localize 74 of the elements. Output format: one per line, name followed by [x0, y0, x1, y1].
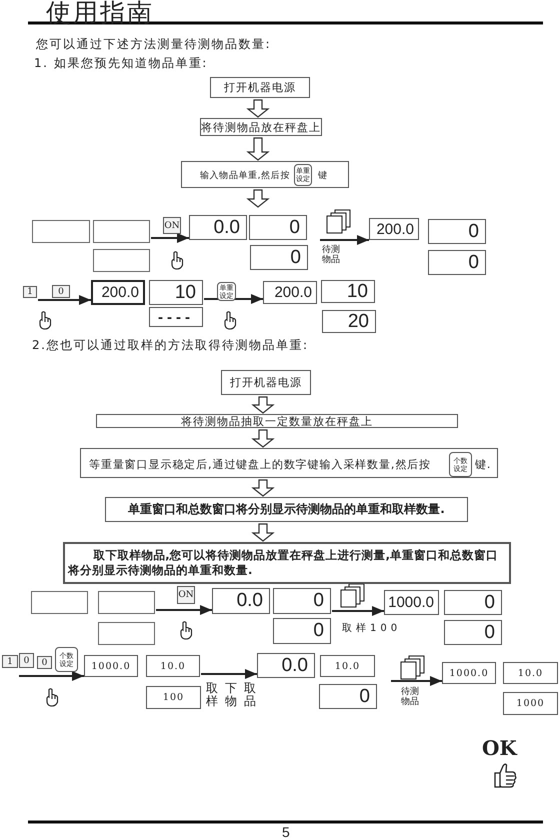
arrow — [156, 605, 212, 615]
process-box — [181, 161, 349, 188]
display-window: 0.0 — [257, 653, 315, 678]
display-window — [93, 249, 150, 272]
display-window — [93, 220, 150, 243]
display-window: 10 — [321, 280, 375, 303]
display-window: ---- — [149, 307, 203, 327]
arrow — [151, 233, 189, 243]
display-window: 0 — [444, 620, 502, 645]
display-window: 10 — [149, 280, 203, 305]
display-window: 20 — [322, 310, 376, 333]
display-window: 10.0 — [503, 662, 558, 684]
page-title: 使用指南 — [46, 0, 154, 29]
process-box: 取下取样物品,您可以将待测物品放置在秤盘上进行测量,单重窗口和总数窗口将分别显示待测物品的单重和数量. — [63, 542, 511, 584]
display-window: 100 — [146, 686, 201, 709]
step-heading: 2.您也可以通过取样的方法取得待测物品单重: — [32, 337, 308, 354]
hollow-arrow — [251, 523, 275, 542]
display-window: 0.0 — [212, 588, 270, 614]
display-window: 10.0 — [146, 655, 200, 677]
hollow-arrow — [251, 479, 275, 497]
display-window: 1000.0 — [442, 662, 496, 684]
display-window: 10.0 — [320, 655, 375, 677]
process-box: 打开机器电源 — [221, 370, 311, 395]
arrow — [19, 671, 84, 681]
hollow-arrow — [251, 429, 275, 448]
key-button: ON — [177, 586, 195, 604]
process-box — [80, 448, 498, 478]
display-window: 0.0 — [189, 215, 247, 240]
display-window: 0 — [249, 215, 307, 240]
process-box: 将待测物品放在秤盘上 — [200, 118, 322, 136]
arrow — [204, 294, 263, 304]
step-heading: 1. 如果您预先知道物品单重: — [34, 55, 208, 72]
hollow-arrow — [251, 396, 275, 414]
key-button: 0 — [19, 653, 34, 668]
key-button: 0 — [37, 656, 52, 669]
display-window: 0 — [273, 618, 331, 644]
display-window: 200.0 — [369, 218, 419, 240]
arrow — [320, 235, 369, 245]
key-button: 0 — [52, 285, 70, 298]
display-window: 200.0 — [263, 281, 317, 304]
display-window — [98, 622, 155, 645]
display-window: 0 — [319, 684, 377, 709]
instruction-text: 等重量窗口显示稳定后,通过键盘上的数字键输入采样数量,然后按 — [89, 456, 431, 472]
arrow — [332, 606, 384, 616]
display-window: 0 — [273, 588, 331, 614]
display-window: 1000.0 — [84, 655, 138, 677]
instruction-text: 键. — [475, 456, 492, 472]
display-window — [31, 591, 88, 614]
hollow-arrow — [246, 99, 270, 118]
key-button: 1 — [2, 655, 18, 668]
display-window: 200.0 — [91, 280, 145, 305]
ok-text: OK — [482, 736, 517, 760]
arrow — [38, 295, 91, 305]
key-button: 1 — [23, 286, 37, 298]
instruction-text: 键 — [318, 170, 328, 183]
display-window: 0 — [444, 590, 502, 615]
display-window: 0 — [428, 219, 486, 244]
display-window: 0 — [250, 245, 308, 270]
process-box: 打开机器电源 — [210, 77, 310, 98]
intro-text: 您可以通过下述方法测量待测物品数量: — [36, 36, 272, 53]
process-box: 将待测物品抽取一定数量放在秤盘上 — [96, 414, 458, 428]
arrow — [201, 669, 257, 679]
display-window — [98, 591, 155, 614]
display-window: 0 — [428, 250, 486, 275]
hollow-arrow — [246, 189, 270, 208]
process-box: 单重窗口和总数窗口将分别显示待测物品的单重和取样数量. — [105, 497, 468, 522]
display-window — [32, 220, 90, 243]
instruction-text: 输入物品单重,然后按 — [200, 170, 290, 183]
arrow — [391, 676, 442, 686]
display-window: 1000 — [503, 692, 558, 715]
key-button: ON — [163, 217, 181, 234]
page-number: 5 — [282, 824, 290, 840]
display-window: 1000.0 — [384, 590, 439, 615]
hollow-arrow — [246, 137, 270, 161]
